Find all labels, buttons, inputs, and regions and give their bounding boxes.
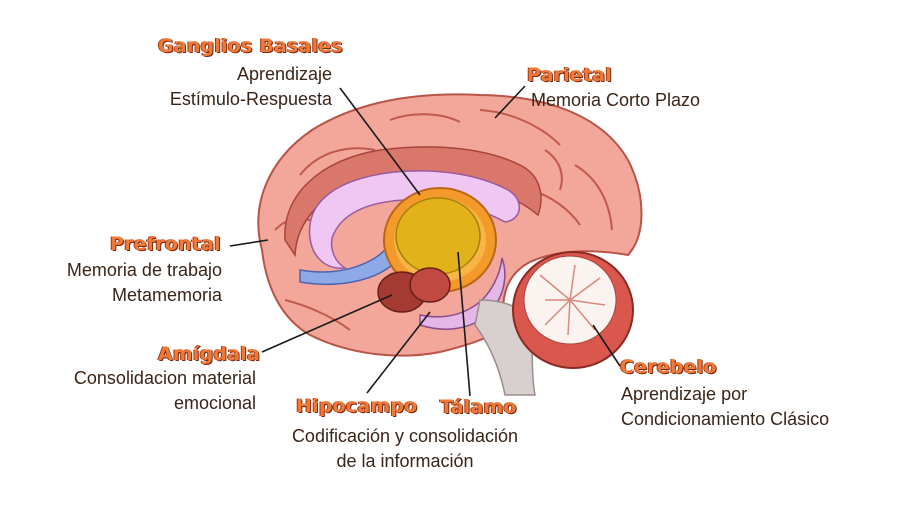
leader-prefrontal (229, 239, 269, 247)
arbor-vitae (539, 264, 606, 336)
thalamus (395, 197, 481, 275)
amigdala-desc: Consolidacion material emocional (18, 366, 256, 416)
parietal-line-1: Memoria Corto Plazo (531, 90, 701, 110)
cerebelo-line-2: Condicionamiento Clásico (621, 409, 830, 429)
ganglios-line-2: Estímulo-Respuesta (169, 89, 332, 109)
parietal-desc: Memoria Corto Plazo (531, 88, 700, 113)
prefrontal-line-2: Metamemoria (111, 285, 222, 305)
ganglios-line-1: Aprendizaje (236, 64, 332, 84)
leader-amigdala (261, 294, 393, 353)
cerebelo-desc: Aprendizaje por Condicionamiento Clásico (621, 382, 829, 432)
hipocampo-desc: Codificación y consolidación de la infor… (262, 424, 548, 474)
hipocampo-title: Hipocampo (296, 395, 418, 417)
cerebelo-line-1: Aprendizaje por (621, 384, 748, 404)
hipocampo-line-2: de la información (336, 451, 474, 471)
hipocampo-line-1: Codificación y consolidación (291, 426, 519, 446)
ganglios-desc: Aprendizaje Estímulo-Respuesta (130, 62, 332, 112)
prefrontal-title: Prefrontal (110, 233, 221, 255)
leader-lines (229, 85, 621, 397)
ganglios-title: Ganglios Basales (158, 35, 343, 57)
leader-hipocampo (366, 311, 431, 394)
leader-ganglios (339, 87, 421, 196)
prefrontal-line-1: Memoria de trabajo (66, 260, 222, 280)
leader-cerebelo (592, 324, 621, 367)
amigdala-title: Amígdala (158, 343, 260, 365)
amigdala-line-1: Consolidacion material (73, 368, 256, 388)
amigdala-line-2: emocional (173, 393, 256, 413)
parietal-title: Parietal (527, 64, 613, 86)
amygdala-2 (409, 267, 451, 303)
leader-talamo (457, 251, 471, 397)
talamo-title: Tálamo (440, 396, 517, 418)
cerebelo-title: Cerebelo (620, 356, 717, 378)
prefrontal-desc: Memoria de trabajo Metamemoria (22, 258, 222, 308)
leader-parietal (494, 85, 526, 119)
